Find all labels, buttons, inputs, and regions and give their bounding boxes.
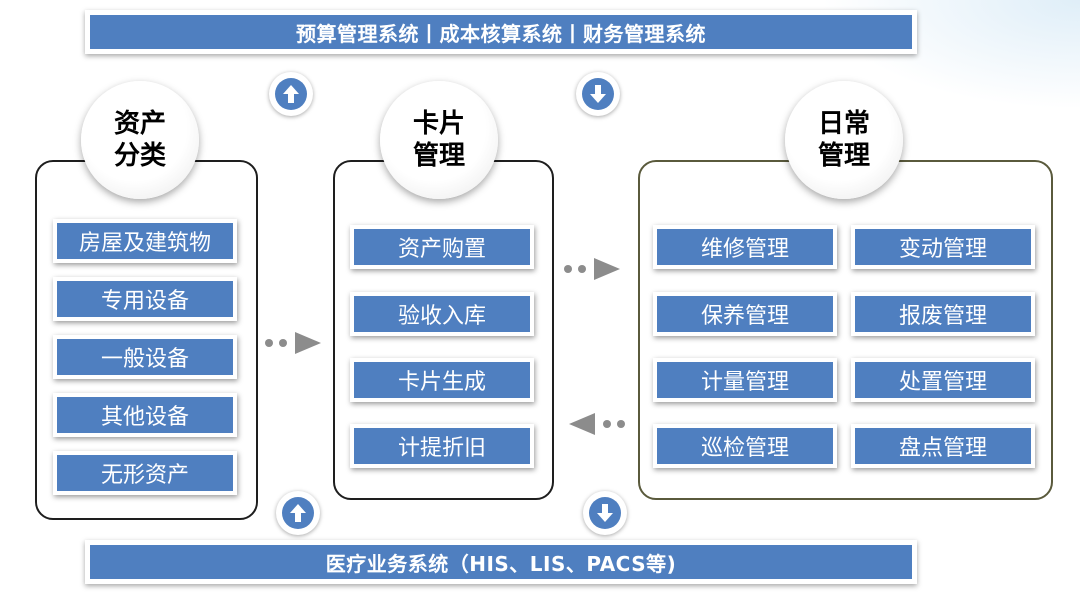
card-management-title-line2: 管理 bbox=[412, 141, 465, 171]
list-item: 资产购置 bbox=[350, 225, 534, 269]
list-item: 巡检管理 bbox=[653, 424, 837, 468]
list-item: 保养管理 bbox=[653, 292, 837, 336]
list-item: 专用设备 bbox=[53, 277, 237, 321]
list-item: 其他设备 bbox=[53, 393, 237, 437]
card-management-title: 卡片 管理 bbox=[380, 81, 498, 199]
bottom-system-bar: 医疗业务系统（HIS、LIS、PACS等) bbox=[85, 540, 917, 584]
flow-right-arrow bbox=[564, 258, 620, 280]
list-item: 房屋及建筑物 bbox=[53, 219, 237, 263]
list-item: 卡片生成 bbox=[350, 358, 534, 402]
asset-category-title-line1: 资产 bbox=[113, 109, 166, 139]
list-item: 盘点管理 bbox=[851, 424, 1035, 468]
flow-right-arrow bbox=[265, 332, 321, 354]
list-item: 无形资产 bbox=[53, 451, 237, 495]
card-management-title-line1: 卡片 bbox=[412, 109, 465, 139]
list-item: 一般设备 bbox=[53, 335, 237, 379]
list-item: 计量管理 bbox=[653, 358, 837, 402]
list-item: 变动管理 bbox=[851, 225, 1035, 269]
list-item: 处置管理 bbox=[851, 358, 1035, 402]
arrow-down-icon bbox=[576, 72, 620, 116]
asset-category-title-line2: 分类 bbox=[113, 141, 166, 171]
asset-category-title: 资产 分类 bbox=[81, 81, 199, 199]
list-item: 验收入库 bbox=[350, 292, 534, 336]
top-system-bar: 预算管理系统丨成本核算系统丨财务管理系统 bbox=[85, 10, 917, 54]
list-item: 维修管理 bbox=[653, 225, 837, 269]
daily-management-title-line1: 日常 bbox=[817, 109, 870, 139]
list-item: 报废管理 bbox=[851, 292, 1035, 336]
arrow-down-icon bbox=[583, 491, 627, 535]
list-item: 计提折旧 bbox=[350, 424, 534, 468]
daily-management-title-line2: 管理 bbox=[817, 141, 870, 171]
flow-left-arrow bbox=[569, 413, 625, 435]
daily-management-title: 日常 管理 bbox=[785, 81, 903, 199]
arrow-up-icon bbox=[276, 491, 320, 535]
top-system-bar-label: 预算管理系统丨成本核算系统丨财务管理系统 bbox=[90, 15, 912, 49]
bottom-system-bar-label: 医疗业务系统（HIS、LIS、PACS等) bbox=[90, 545, 912, 579]
arrow-up-icon bbox=[269, 72, 313, 116]
